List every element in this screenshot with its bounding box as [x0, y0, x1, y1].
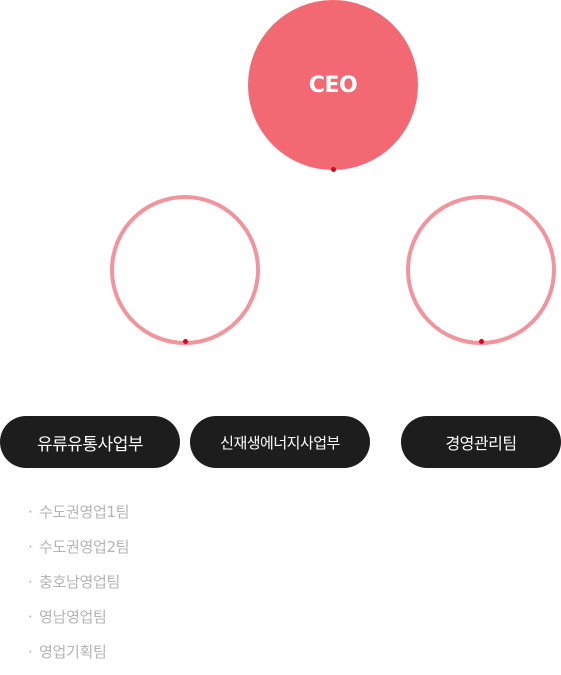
- team-list: · 수도권영업1팀 · 수도권영업2팀 · 충호남영업팀 · 영남영업팀 · 영업기획팀: [28, 500, 130, 675]
- ring-right-connector-dot: [479, 339, 484, 344]
- ceo-node: CEO: [248, 0, 418, 170]
- division-ring-left: [110, 195, 260, 345]
- division-renewable-energy: 신재생에너지사업부: [190, 416, 370, 468]
- bullet-icon: ·: [28, 503, 33, 521]
- division-management: 경영관리팀: [401, 416, 561, 468]
- team-label: 영남영업팀: [39, 608, 107, 626]
- division-fuel-distribution: 유류유통사업부: [0, 416, 180, 468]
- ceo-connector-dot: [331, 167, 336, 172]
- division-label: 신재생에너지사업부: [220, 433, 340, 452]
- bullet-icon: ·: [28, 643, 33, 661]
- bullet-icon: ·: [28, 573, 33, 591]
- ring-left-connector-dot: [183, 339, 188, 344]
- team-item: · 영업기획팀: [28, 640, 129, 675]
- team-label: 수도권영업1팀: [39, 503, 130, 521]
- team-label: 영업기획팀: [39, 643, 107, 661]
- team-item: · 수도권영업2팀: [28, 535, 130, 570]
- bullet-icon: ·: [28, 608, 33, 626]
- division-ring-right: [406, 195, 556, 345]
- ceo-label: CEO: [308, 72, 358, 98]
- team-label: 충호남영업팀: [39, 573, 121, 591]
- division-label: 유류유통사업부: [37, 434, 143, 455]
- team-item: · 영남영업팀: [28, 605, 129, 640]
- team-item: · 수도권영업1팀: [28, 500, 130, 535]
- bullet-icon: ·: [28, 538, 33, 556]
- team-item: · 충호남영업팀: [28, 570, 129, 605]
- division-label: 경영관리팀: [445, 434, 517, 453]
- team-label: 수도권영업2팀: [39, 538, 130, 556]
